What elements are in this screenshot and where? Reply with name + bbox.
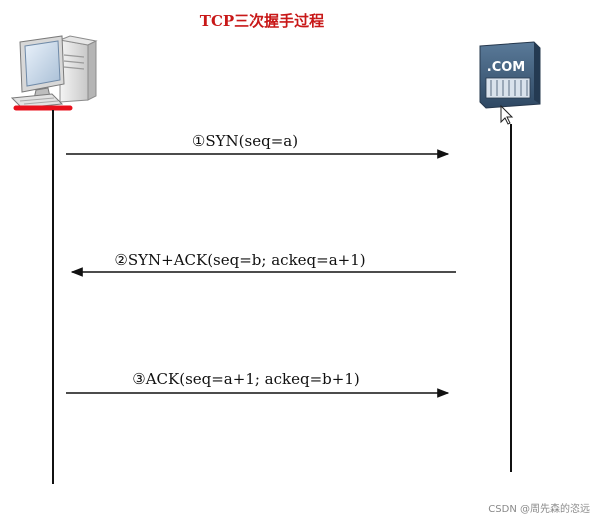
watermark: CSDN @周先森的恣远 — [488, 502, 590, 515]
message-label-syn-ack: ②SYN+ACK(seq=b; ackeq=a+1) — [114, 251, 365, 269]
message-ack: ③ACK(seq=a+1; ackeq=b+1) — [66, 370, 450, 398]
mouse-cursor-icon — [500, 104, 514, 125]
diagram-title: TCP三次握手过程 — [200, 12, 324, 30]
message-label-syn: ①SYN(seq=a) — [192, 132, 298, 150]
desktop-computer-icon — [10, 35, 98, 109]
message-syn-ack: ②SYN+ACK(seq=b; ackeq=a+1) — [70, 251, 456, 277]
message-syn: ①SYN(seq=a) — [66, 132, 450, 159]
server-icon: .COM — [479, 41, 541, 109]
message-label-ack: ③ACK(seq=a+1; ackeq=b+1) — [132, 370, 359, 388]
server-label: .COM — [487, 60, 525, 75]
